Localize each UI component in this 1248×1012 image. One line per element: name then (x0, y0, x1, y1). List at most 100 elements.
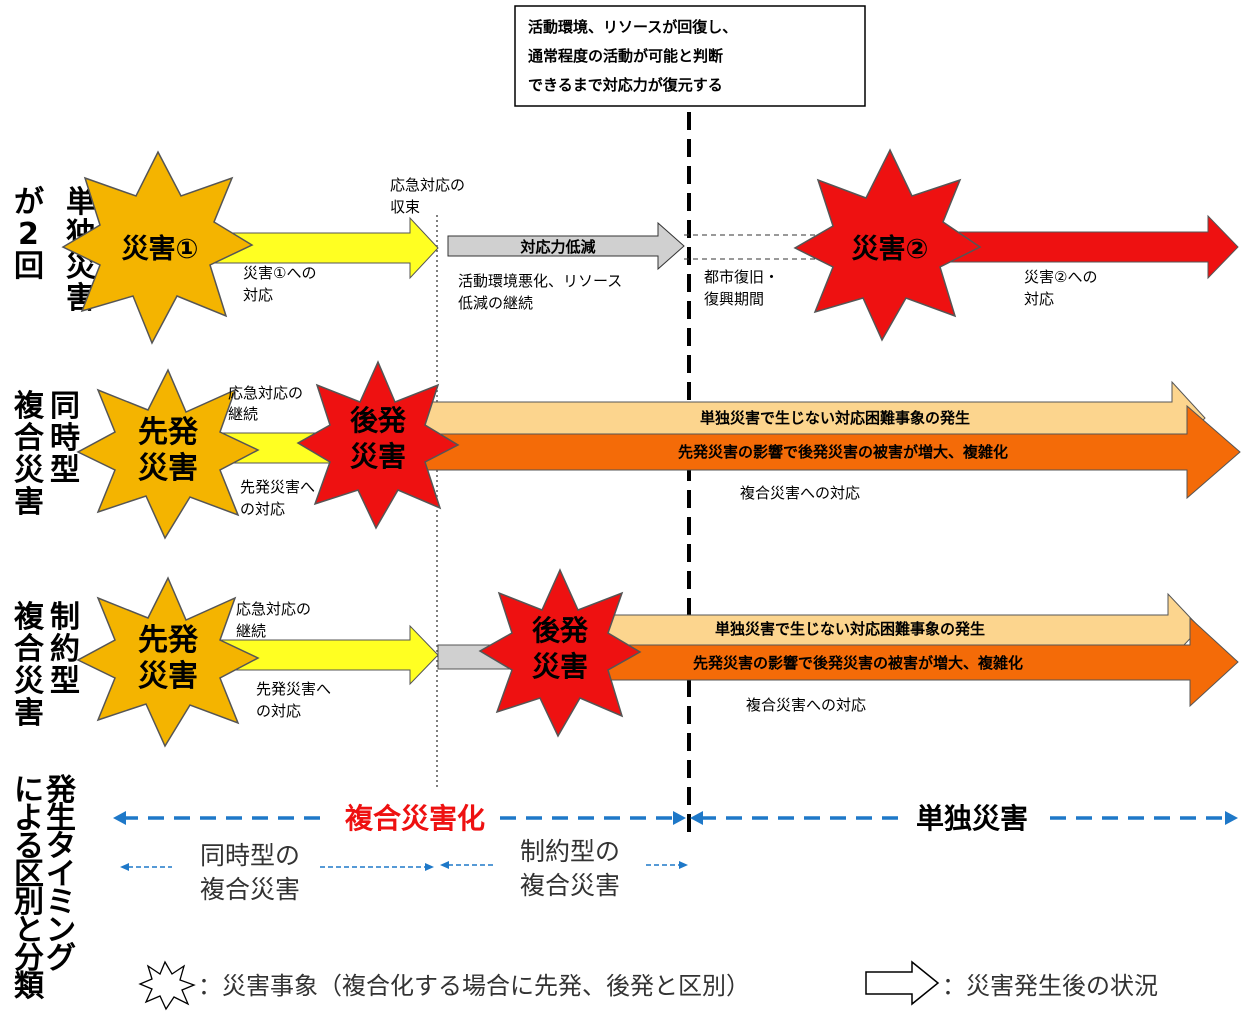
compound-label: 複合災害化 (345, 802, 485, 835)
first-disaster-burst-icon (76, 368, 260, 540)
compound-response-label: 複合災害への対応 (740, 484, 860, 502)
row1-label-c2-0: が (14, 185, 44, 220)
decline-arrow-label: 対応力低減 (519, 238, 595, 256)
disaster2-burst-icon (793, 148, 982, 342)
continue-label-1: 継続 (228, 405, 258, 423)
decline-note-1: 低減の継続 (458, 294, 533, 312)
row2-label-c1-0: 同 (50, 389, 80, 424)
end-response-label-1: 収束 (390, 198, 420, 216)
first-disaster-burst-icon-2 (76, 576, 260, 748)
escalation-arrow-label: 先発災害の影響で後発災害の被害が増大、複雑化 (678, 443, 1008, 461)
timing-c1-0: 発 (45, 773, 77, 808)
second-disaster-2-label-0: 後発 (532, 614, 589, 647)
second-disaster-label-1: 災害 (350, 440, 406, 473)
timing-c1-4: ミ (46, 885, 76, 920)
timing-c2-3: 区 (14, 857, 44, 892)
single-label: 単独災害 (916, 802, 1028, 835)
legend-burst-icon (138, 960, 196, 1011)
second-disaster-2-label-1: 災害 (532, 650, 588, 683)
second-disaster-burst-icon-2 (478, 568, 642, 738)
first-disaster-2-label-1: 災害 (138, 659, 198, 694)
timing-c2-5: と (14, 913, 44, 948)
escalation-arrow (409, 404, 1241, 500)
compound-response-2-label: 複合災害への対応 (746, 696, 866, 714)
difficulty-arrow-label: 単独災害で生じない対応困難事象の発生 (700, 409, 970, 427)
continue-label-0: 応急対応の (228, 384, 303, 402)
decline-note-0: 活動環境悪化、リソース (458, 272, 622, 290)
recovery-label-1: 復興期間 (704, 290, 764, 308)
legend: ：災害事象（複合化する場合に先発、後発と区別） ：災害発生後の状況 (138, 960, 1158, 1011)
row3-label-c2-2: 災 (14, 664, 45, 699)
row3-label-c2-1: 合 (14, 632, 44, 667)
response1-label-1: 対応 (243, 286, 273, 304)
row2-label-c1-1: 時 (50, 421, 80, 456)
disaster2-label: 災害② (852, 233, 929, 265)
note-line-2: 通常程度の活動が可能と判断 (528, 47, 723, 65)
response2-label-1: 対応 (1024, 290, 1054, 308)
legend-arrow-icon (865, 960, 940, 1006)
response2-label-0: 災害②への (1024, 268, 1097, 286)
timing-c1-2: タ (46, 829, 76, 864)
response1-label-0: 災害①への (243, 264, 316, 282)
constrained-span-label-0: 制約型の (520, 837, 620, 866)
simultaneous-span-arrow (120, 863, 434, 871)
second-disaster-burst-icon (296, 360, 460, 530)
timing-label: 発 生 タ イ ミ ン グ に よ る 区 別 と 分 類 (14, 773, 77, 1004)
timing-c2-2: る (14, 829, 44, 864)
timing-c1-6: グ (46, 941, 76, 976)
note-line-3: できるまで対応力が復元する (528, 76, 723, 94)
row2-label-c2-0: 複 (14, 389, 45, 424)
legend-arrow-desc: ：災害発生後の状況 (942, 972, 1158, 1000)
row-constrained: 制 約 型 複 合 災 害 単独災害で生じない対応困難事象の発生 先発災害の影響… (14, 568, 1239, 748)
difficulty-arrow-2-label: 単独災害で生じない対応困難事象の発生 (715, 620, 985, 638)
row2-label-c2-1: 合 (14, 421, 44, 456)
timing-c2-0: に (14, 773, 44, 808)
row2-label-c1-2: 型 (50, 453, 80, 488)
first-response-2-label-0: 先発災害へ (256, 680, 331, 698)
constrained-span-label-1: 複合災害 (520, 871, 620, 900)
row3-label-c2-0: 複 (14, 600, 45, 635)
disaster1-label: 災害① (122, 233, 199, 265)
row3-label-c1-1: 約 (50, 632, 80, 667)
first-response-label-0: 先発災害へ (240, 478, 315, 496)
timing-c1-5: ン (46, 913, 76, 948)
row1-label-c2-1: 2 (18, 217, 39, 252)
recovery-note-box: 活動環境、リソースが回復し、 通常程度の活動が可能と判断 できるまで対応力が復元… (514, 5, 866, 107)
first-disaster-label-1: 災害 (138, 451, 198, 486)
row3-label-c2-3: 害 (14, 696, 44, 731)
timing-c2-7: 類 (14, 969, 45, 1004)
row1-label-c2-2: 回 (14, 249, 44, 284)
response2-arrow (944, 214, 1239, 280)
note-line-1: 活動環境、リソースが回復し、 (528, 18, 737, 36)
recovery-label-0: 都市復旧・ (704, 268, 779, 286)
timing-c2-4: 別 (14, 885, 44, 920)
timing-c1-1: 生 (46, 801, 76, 836)
end-response-label-0: 応急対応の (390, 176, 465, 194)
constrained-span-arrow (440, 861, 688, 869)
escalation-arrow-2-label: 先発災害の影響で後発災害の被害が増大、複雑化 (693, 654, 1023, 672)
row2-label-c2-3: 害 (14, 485, 44, 520)
timing-c2-6: 分 (14, 941, 44, 976)
disaster1-burst-icon (61, 150, 254, 345)
continue-2-label-0: 応急対応の (236, 600, 311, 618)
row2-label-c2-2: 災 (14, 453, 45, 488)
legend-burst-desc: ：災害事象（複合化する場合に先発、後発と区別） (198, 972, 750, 1000)
row-timing-classification: 発 生 タ イ ミ ン グ に よ る 区 別 と 分 類 複合災害化 (14, 773, 1238, 1004)
escalation-arrow-2 (579, 616, 1239, 708)
compound-span-arrow (113, 811, 686, 825)
continue-arrow-2 (204, 624, 439, 686)
row-single-twice: 単 独 災 害 が 2 回 災害① 災害①への 対応 応急対応の 収束 対応力低… (14, 148, 1239, 345)
simultaneous-span-label-1: 複合災害 (200, 875, 300, 904)
first-response-2-label-1: の対応 (256, 702, 301, 720)
timing-c1-3: イ (46, 857, 76, 892)
single-span-arrow (690, 811, 1238, 825)
second-disaster-label-0: 後発 (350, 404, 407, 437)
decline-arrow (447, 221, 685, 271)
row3-label-c1-2: 型 (50, 664, 80, 699)
row3-label: 制 約 型 複 合 災 害 (14, 600, 80, 731)
row-simultaneous: 同 時 型 複 合 災 害 単独災害で生じない対応困難事象の発生 先発災害の影響… (14, 360, 1241, 540)
response1-arrow (204, 216, 439, 280)
first-disaster-label-0: 先発 (138, 415, 199, 450)
timing-c2-1: よ (14, 801, 44, 836)
